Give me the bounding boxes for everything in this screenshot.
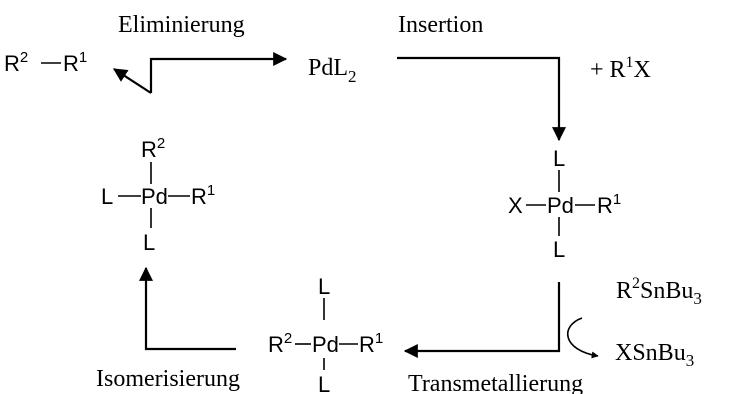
svg-text:R2: R2 bbox=[4, 49, 28, 76]
arrow-transmetalation bbox=[403, 282, 561, 358]
reagent-r1x: + R1X bbox=[590, 54, 651, 83]
svg-text:XSnBu3: XSnBu3 bbox=[615, 340, 694, 370]
catalyst-pdl2: PdL2 bbox=[308, 55, 357, 86]
svg-text:R1: R1 bbox=[359, 330, 383, 357]
label-isomerization: Isomerisierung bbox=[96, 366, 240, 392]
arrow-reagent-exchange bbox=[566, 317, 599, 359]
complex-right: L X Pd R1 L bbox=[508, 146, 621, 262]
svg-text:R2SnBu3: R2SnBu3 bbox=[616, 275, 702, 308]
arrow-isomerization bbox=[139, 266, 236, 351]
svg-text:R2: R2 bbox=[141, 135, 165, 162]
svg-text:L: L bbox=[318, 372, 330, 394]
label-transmetalation: Transmetallierung bbox=[408, 371, 583, 394]
svg-text:L: L bbox=[143, 230, 155, 255]
svg-text:R1: R1 bbox=[191, 182, 215, 209]
byproduct-xsnbu3: XSnBu3 bbox=[615, 340, 694, 370]
reagent-r2snbu3: R2SnBu3 bbox=[616, 275, 702, 308]
label-insertion: Insertion bbox=[398, 12, 483, 38]
arrow-elimination bbox=[149, 52, 288, 93]
svg-text:R1: R1 bbox=[597, 191, 621, 218]
svg-text:L: L bbox=[553, 237, 565, 262]
svg-text:R2: R2 bbox=[268, 330, 292, 357]
svg-text:Pd: Pd bbox=[141, 184, 168, 209]
complex-left: R2 L Pd R1 L bbox=[101, 135, 215, 255]
svg-text:L: L bbox=[318, 274, 330, 299]
arrow-product-release bbox=[113, 68, 152, 94]
svg-text:X: X bbox=[508, 193, 523, 218]
complex-bottom: L R2 Pd R1 L bbox=[268, 274, 383, 394]
arrow-insertion bbox=[397, 56, 566, 142]
product-r2-r1: R2 R1 bbox=[4, 49, 87, 76]
svg-text:L: L bbox=[553, 146, 565, 171]
svg-text:L: L bbox=[101, 184, 113, 209]
svg-text:R1: R1 bbox=[63, 49, 87, 76]
svg-text:Pd: Pd bbox=[312, 332, 339, 357]
svg-text:Pd: Pd bbox=[547, 193, 574, 218]
svg-text:PdL2: PdL2 bbox=[308, 55, 357, 86]
svg-text:+ R1X: + R1X bbox=[590, 54, 651, 83]
label-elimination: Eliminierung bbox=[118, 12, 245, 38]
